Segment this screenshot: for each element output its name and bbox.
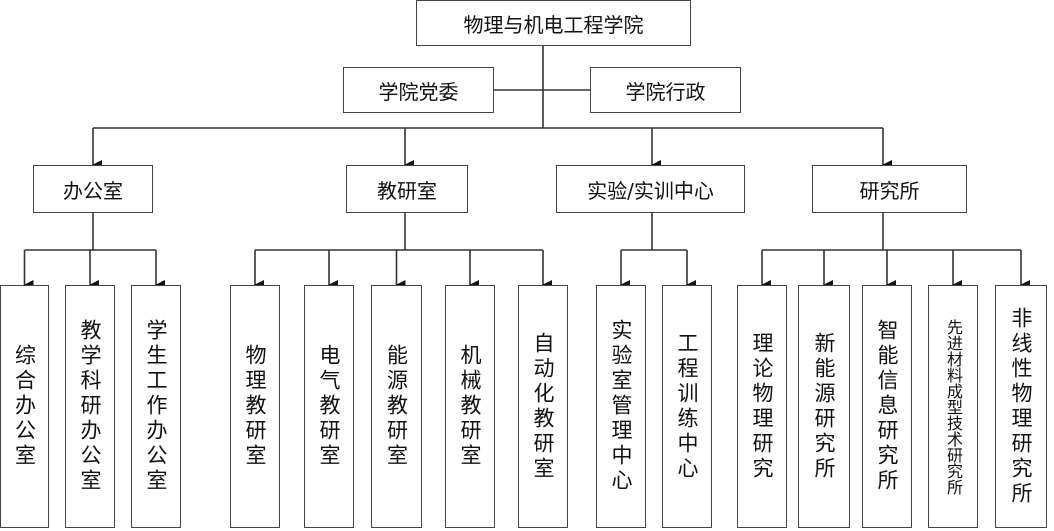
unit-label: 综合办公室 bbox=[12, 344, 37, 469]
unit-node: 先进材料成型技术研究所 bbox=[928, 285, 978, 528]
unit-label: 机械教研室 bbox=[458, 344, 482, 469]
unit-node: 物理教研室 bbox=[230, 285, 280, 528]
unit-node: 电气教研室 bbox=[304, 285, 354, 528]
party-committee-label: 学院党委 bbox=[378, 79, 459, 104]
unit-node: 自动化教研室 bbox=[518, 285, 568, 528]
unit-node: 能源教研室 bbox=[371, 285, 422, 528]
unit-node: 综合办公室 bbox=[0, 285, 49, 528]
unit-label: 自动化教研室 bbox=[531, 331, 555, 482]
unit-label: 智能信息研究所 bbox=[875, 319, 899, 494]
unit-node: 工程训练中心 bbox=[662, 285, 712, 528]
unit-node: 学生工作办公室 bbox=[131, 285, 181, 528]
unit-label: 新能源研究所 bbox=[812, 331, 836, 482]
unit-label: 实验室管理中心 bbox=[609, 319, 633, 494]
unit-node: 机械教研室 bbox=[445, 285, 495, 528]
root-label: 物理与机电工程学院 bbox=[463, 12, 644, 37]
department-label: 教研室 bbox=[377, 178, 437, 203]
department-node: 教研室 bbox=[346, 165, 468, 213]
unit-label: 教学科研办公室 bbox=[78, 319, 102, 494]
administration-node: 学院行政 bbox=[590, 67, 741, 113]
unit-node: 理论物理研究 bbox=[737, 285, 787, 528]
unit-label: 理论物理研究 bbox=[750, 331, 774, 482]
root-node: 物理与机电工程学院 bbox=[416, 0, 691, 46]
unit-label: 学生工作办公室 bbox=[144, 319, 168, 494]
unit-label: 电气教研室 bbox=[317, 344, 341, 469]
department-label: 办公室 bbox=[63, 178, 123, 203]
unit-label: 物理教研室 bbox=[243, 344, 267, 469]
department-node: 实验/实训中心 bbox=[556, 165, 745, 213]
unit-node: 非线性物理研究所 bbox=[995, 285, 1047, 528]
department-label: 实验/实训中心 bbox=[587, 178, 714, 203]
department-label: 研究所 bbox=[859, 178, 920, 203]
administration-label: 学院行政 bbox=[625, 79, 706, 104]
department-node: 办公室 bbox=[33, 165, 153, 213]
unit-label: 非线性物理研究所 bbox=[1009, 306, 1033, 507]
unit-label: 能源教研室 bbox=[384, 344, 409, 469]
unit-label: 工程训练中心 bbox=[675, 331, 699, 482]
unit-node: 新能源研究所 bbox=[798, 285, 850, 528]
unit-label: 先进材料成型技术研究所 bbox=[944, 318, 963, 495]
party-committee-node: 学院党委 bbox=[343, 67, 494, 113]
department-node: 研究所 bbox=[812, 165, 967, 213]
unit-node: 教学科研办公室 bbox=[65, 285, 115, 528]
unit-node: 实验室管理中心 bbox=[596, 285, 646, 528]
unit-node: 智能信息研究所 bbox=[862, 285, 912, 528]
